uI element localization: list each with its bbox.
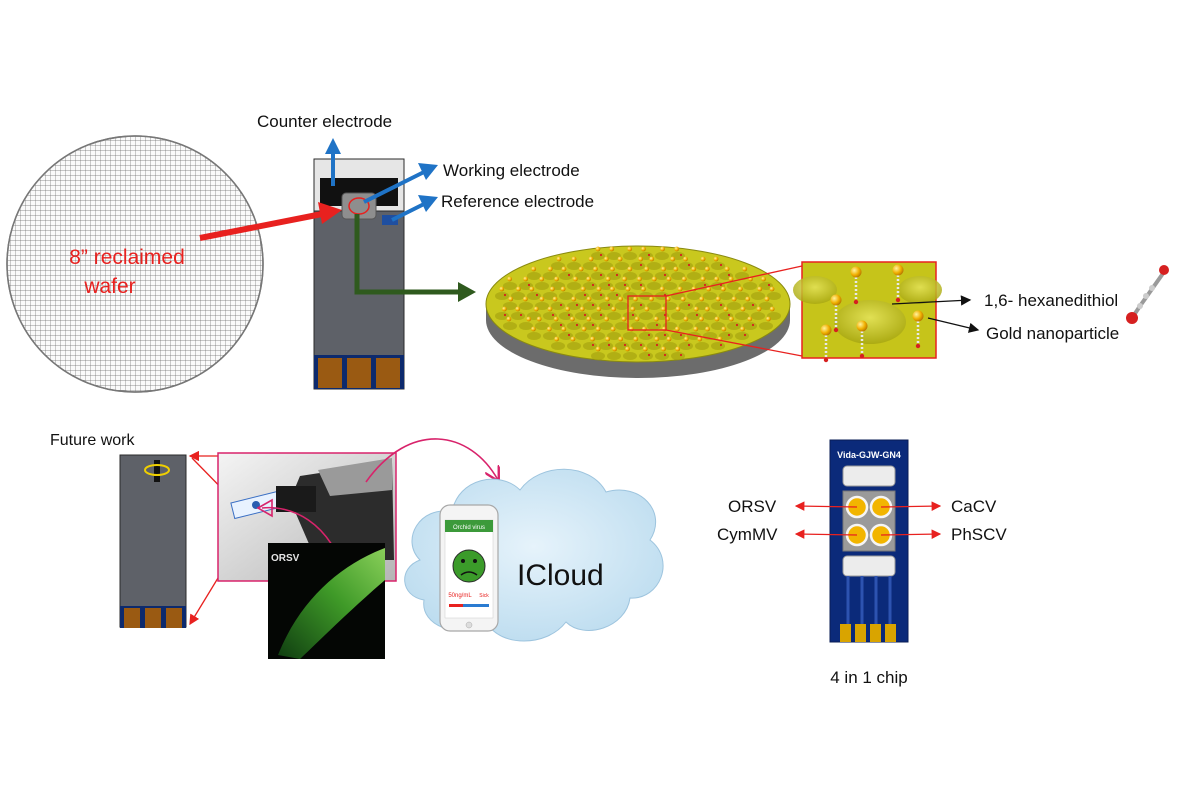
reference-electrode-label: Reference electrode — [441, 192, 594, 211]
cacv-label: CaCV — [951, 497, 997, 516]
orsv-label: ORSV — [728, 497, 777, 516]
smartphone — [439, 504, 499, 632]
electrode-to-surface-arrow — [354, 214, 476, 302]
orchid-leaf-photo — [268, 543, 385, 659]
hexanedithiol-label: 1,6- hexanedithiol — [984, 291, 1118, 310]
wafer-label-line1: 8” reclaimed — [69, 246, 185, 269]
zoom-inset — [793, 261, 942, 363]
inset-pointer-arrows — [891, 295, 980, 333]
zoom-connector — [665, 265, 803, 357]
four-in-one-label: 4 in 1 chip — [830, 668, 908, 687]
surface-domes — [495, 246, 781, 360]
phone-reading-label: 50ng/mL — [448, 593, 472, 599]
counter-electrode-label: Counter electrode — [257, 112, 392, 131]
four-in-one-chip — [829, 439, 909, 643]
cymmv-label: CymMV — [717, 525, 778, 544]
inset-molecules — [820, 264, 924, 363]
electrode-chip — [313, 158, 405, 390]
gold-nanoparticle-surface — [485, 245, 791, 378]
gold-nanoparticle-label: Gold nanoparticle — [986, 324, 1119, 343]
chip-pointer-arrows — [794, 501, 942, 539]
phone-header-label: Orchid virus — [453, 525, 485, 531]
working-electrode-arrow — [363, 163, 438, 204]
working-electrode-label: Working electrode — [443, 161, 580, 180]
reclaimed-wafer — [6, 135, 264, 393]
reader-device-photo — [217, 452, 397, 582]
phone-status-label: Sick — [479, 593, 489, 599]
wafer-to-electrode-arrow — [199, 202, 342, 241]
counter-electrode-arrow — [325, 138, 341, 186]
future-work-label: Future work — [50, 432, 135, 449]
reference-electrode-arrow — [391, 195, 438, 222]
icloud-label: ICloud — [517, 559, 604, 592]
orsv-photo-label: ORSV — [271, 553, 300, 564]
phscv-label: PhSCV — [951, 525, 1007, 544]
hexanedithiol-molecule-model — [1126, 265, 1169, 324]
future-work-electrode — [119, 454, 187, 628]
chip-model-label: Vida-GJW-GN4 — [837, 450, 901, 460]
wafer-label-line2: wafer — [83, 275, 135, 298]
